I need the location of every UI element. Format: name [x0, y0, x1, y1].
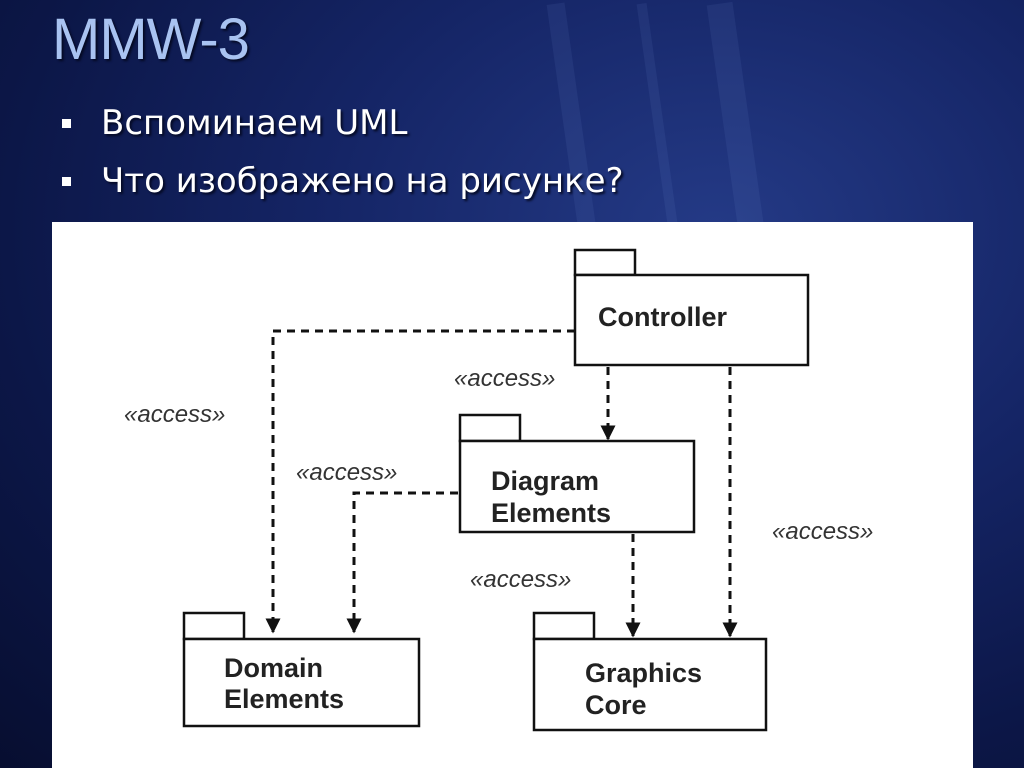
package-name: Graphics [585, 658, 702, 688]
package-domain-elements: Domain Elements [182, 611, 421, 728]
square-bullet-icon [62, 118, 71, 128]
bullet-item: Вспоминаем UML [62, 94, 624, 152]
package-graphics-core: Graphics Core [532, 611, 768, 732]
package-body [532, 637, 768, 732]
package-name: Elements [224, 684, 344, 714]
package-name: Core [585, 690, 647, 720]
access-label: «access» [470, 566, 571, 593]
access-label: «access» [296, 459, 397, 486]
square-bullet-icon [62, 176, 71, 186]
package-tab [532, 611, 596, 641]
access-label: «access» [454, 365, 555, 392]
access-label: «access» [772, 518, 873, 545]
package-diagram-elements: Diagram Elements [458, 413, 696, 534]
package-body [573, 273, 810, 367]
package-tab [182, 611, 246, 641]
slide-title: MMW-3 [52, 7, 250, 72]
package-tab [573, 248, 637, 277]
diagram-canvas: «access» «access» «access» «access» «acc… [124, 248, 873, 732]
bullet-list: Вспоминаем UML Что изображено на рисунке… [62, 94, 624, 210]
bullet-item: Что изображено на рисунке? [62, 152, 624, 210]
uml-package-diagram: «access» «access» «access» «access» «acc… [52, 222, 973, 768]
package-name: Controller [598, 302, 727, 332]
access-label: «access» [124, 401, 225, 428]
package-name: Diagram [491, 466, 599, 496]
dependency-controller-to-domain-elements [265, 329, 575, 634]
dependency-diagram-elements-to-domain-elements [346, 491, 458, 634]
package-body [182, 637, 421, 728]
package-body [458, 439, 696, 534]
package-tab [458, 413, 522, 443]
package-name: Elements [491, 498, 611, 528]
package-controller: Controller [573, 248, 810, 367]
bullet-text: Вспоминаем UML [101, 103, 408, 143]
package-name: Domain [224, 653, 323, 683]
bullet-text: Что изображено на рисунке? [101, 161, 624, 201]
